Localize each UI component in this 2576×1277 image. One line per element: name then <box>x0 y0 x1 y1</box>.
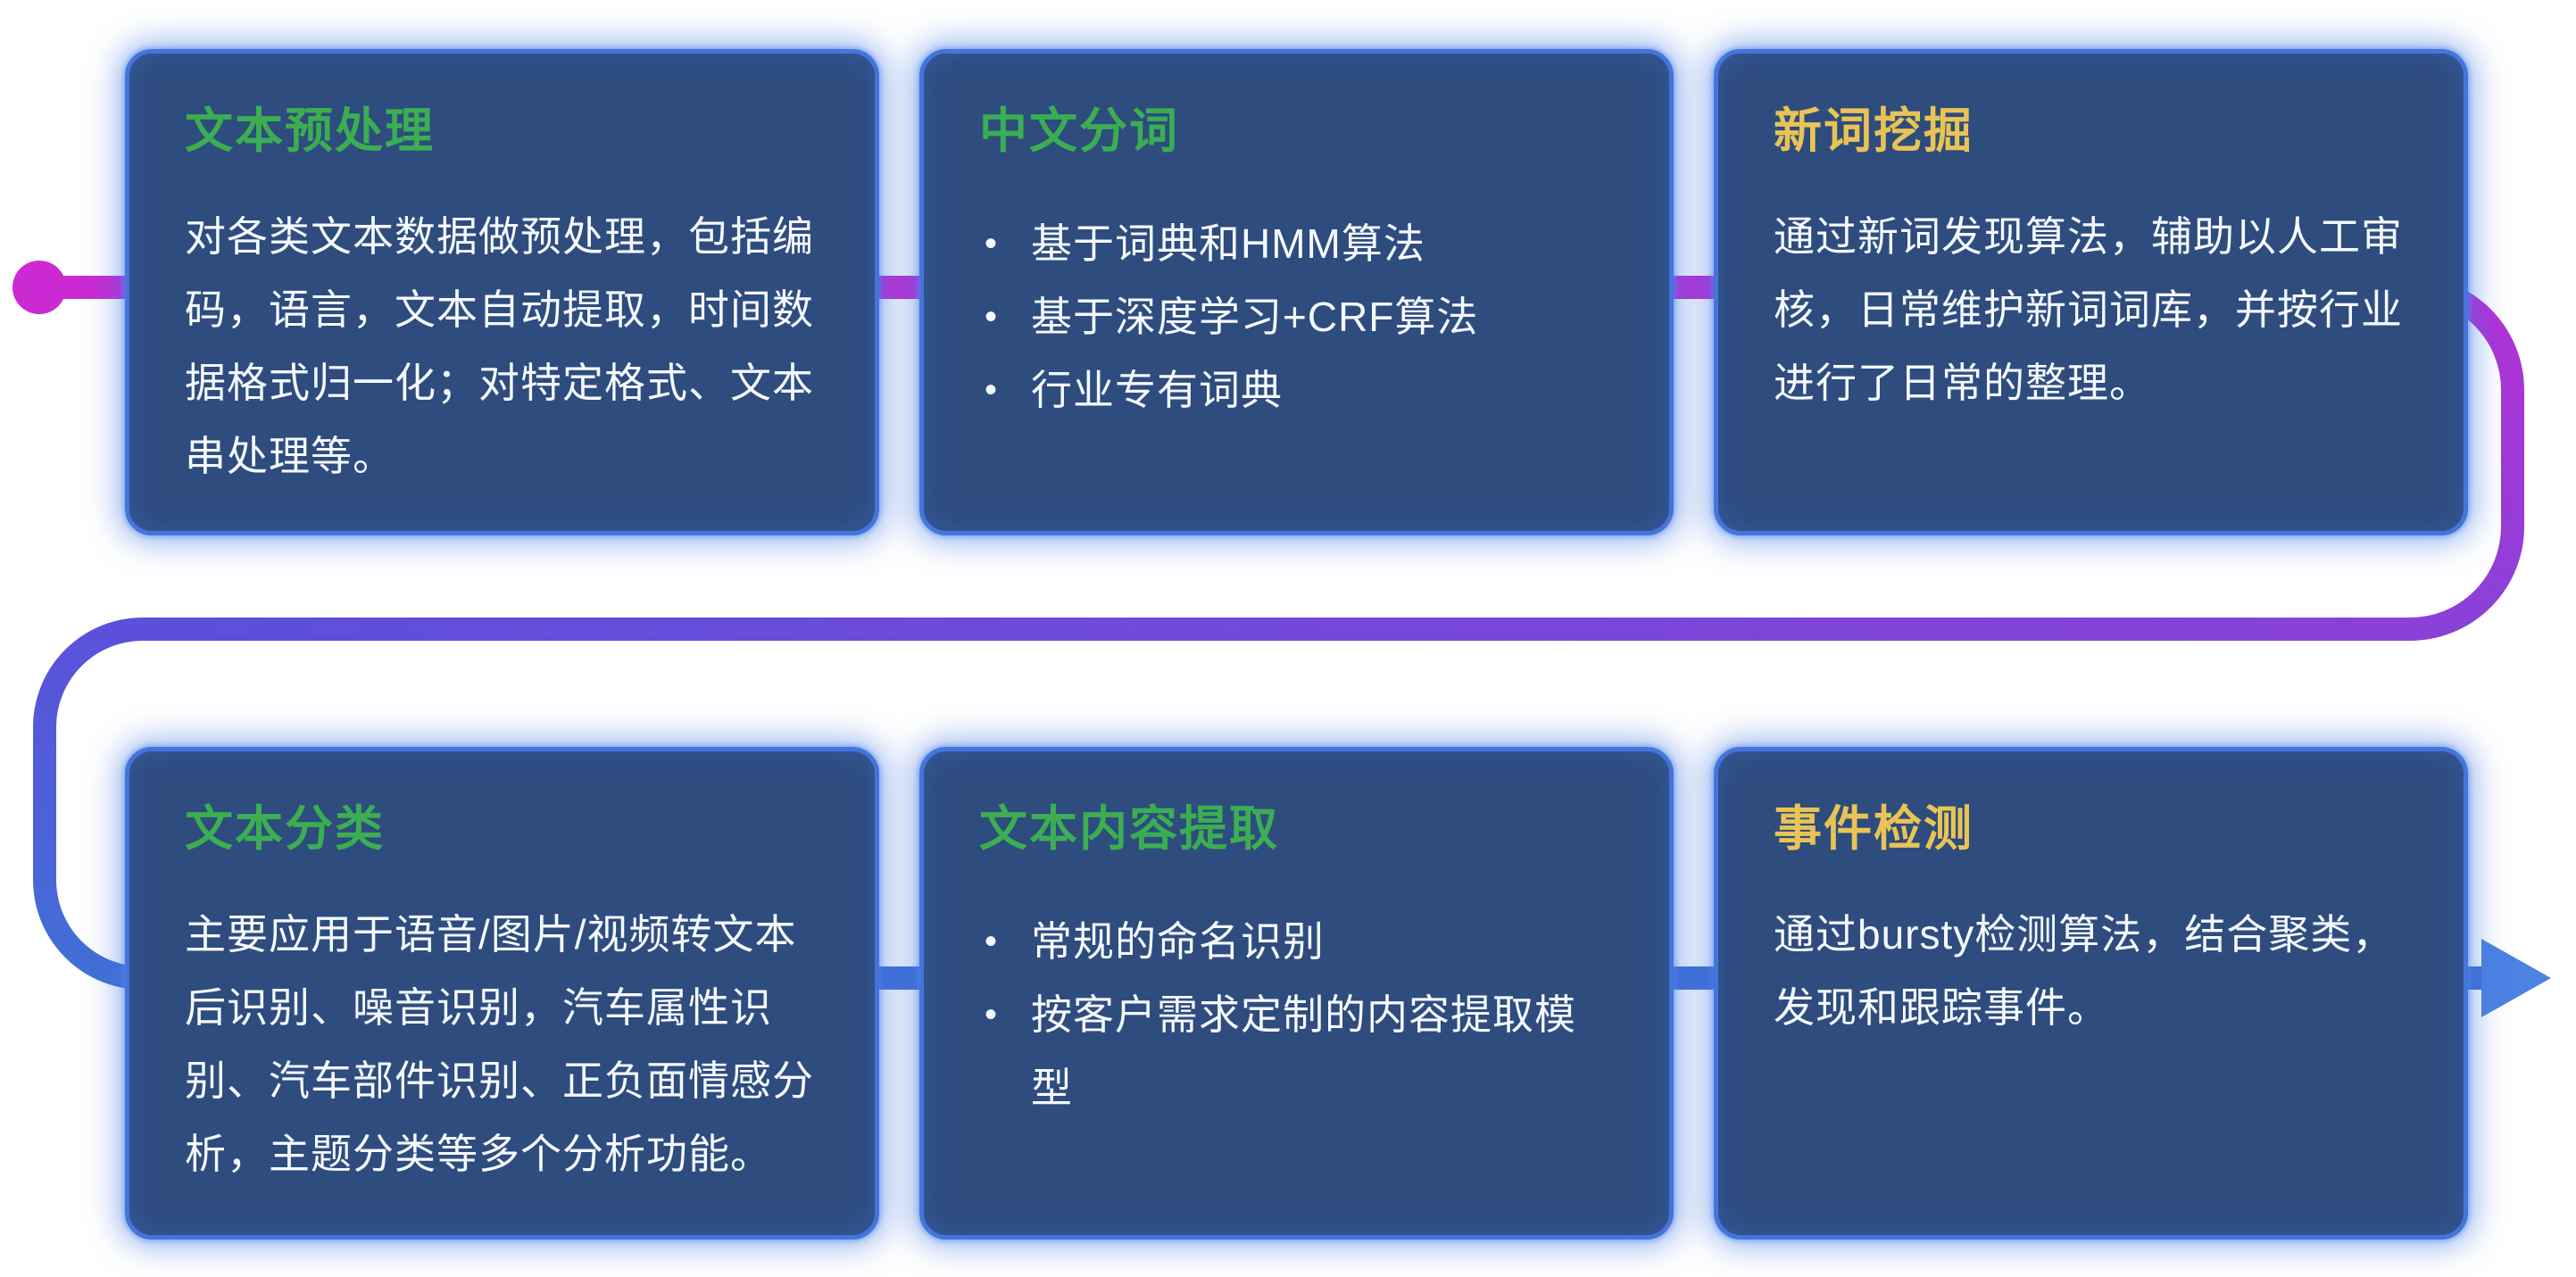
bullet-item: 常规的命名识别 <box>979 905 1614 978</box>
flow-start-dot <box>12 261 66 314</box>
card-chinese-segmentation: 中文分词 基于词典和HMM算法 基于深度学习+CRF算法 行业专有词典 <box>919 49 1674 535</box>
card-content-extraction: 文本内容提取 常规的命名识别 按客户需求定制的内容提取模型 <box>919 747 1674 1240</box>
card-event-detection: 事件检测 通过bursty检测算法，结合聚类，发现和跟踪事件。 <box>1714 747 2468 1240</box>
card-body-text: 通过新词发现算法，辅助以人工审核，日常维护新词词库，并按行业进行了日常的整理。 <box>1774 213 2403 407</box>
card-title: 新词挖掘 <box>1774 104 1974 158</box>
bullet-item: 按客户需求定制的内容提取模型 <box>979 978 1614 1124</box>
card-title: 文本分类 <box>185 802 385 856</box>
card-bullet-list: 常规的命名识别 按客户需求定制的内容提取模型 <box>979 905 1614 1124</box>
bullet-item: 基于深度学习+CRF算法 <box>979 280 1614 353</box>
card-body-text: 对各类文本数据做预处理，包括编码，语言，文本自动提取，时间数据格式归一化；对特定… <box>185 213 814 480</box>
card-body-text: 主要应用于语音/图片/视频转文本后识别、噪音识别，汽车属性识别、汽车部件识别、正… <box>185 911 814 1178</box>
card-title: 中文分词 <box>979 104 1179 158</box>
bullet-item: 基于词典和HMM算法 <box>979 207 1614 280</box>
flow-curve-left <box>33 618 144 990</box>
card-bullet-list: 基于词典和HMM算法 基于深度学习+CRF算法 行业专有词典 <box>979 207 1614 427</box>
card-new-word-mining: 新词挖掘 通过新词发现算法，辅助以人工审核，日常维护新词词库，并按行业进行了日常… <box>1714 49 2468 535</box>
card-text-preprocess: 文本预处理 对各类文本数据做预处理，包括编码，语言，文本自动提取，时间数据格式归… <box>125 49 879 535</box>
card-text-classification: 文本分类 主要应用于语音/图片/视频转文本后识别、噪音识别，汽车属性识别、汽车部… <box>125 747 879 1240</box>
card-title: 文本内容提取 <box>979 802 1279 856</box>
card-title: 文本预处理 <box>185 104 435 158</box>
card-title: 事件检测 <box>1774 802 1974 856</box>
card-body-text: 通过bursty检测算法，结合聚类，发现和跟踪事件。 <box>1774 911 2395 1032</box>
flow-arrow-icon <box>2481 939 2551 1017</box>
bullet-item: 行业专有词典 <box>979 353 1614 427</box>
